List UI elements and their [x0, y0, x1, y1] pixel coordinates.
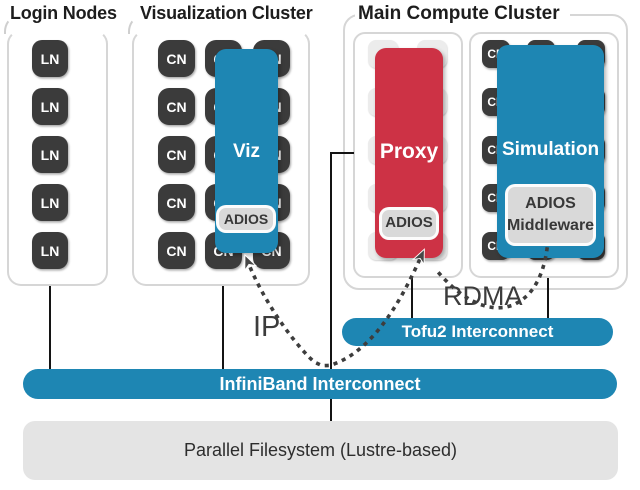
node-box: LN: [32, 136, 68, 173]
simulation-adios-middleware-box: ADIOS Middleware: [505, 184, 596, 246]
tofu2-interconnect-bar: Tofu2 Interconnect: [342, 318, 613, 346]
rdma-protocol-label: RDMA: [443, 281, 523, 311]
proxy-subpanel: Proxy ADIOS: [353, 32, 463, 278]
node-box: CN: [158, 88, 195, 125]
simulation-to-tofu2-line: [547, 278, 549, 319]
proxy-stub-line: [330, 152, 354, 154]
proxy-service-label: Proxy: [379, 140, 439, 163]
viz-to-infiniband-line: [222, 286, 224, 370]
node-box: CN: [158, 232, 195, 269]
node-box: LN: [32, 232, 68, 269]
simulation-service-box: Simulation ADIOS Middleware: [497, 45, 604, 258]
visualization-cluster-title: Visualization Cluster: [140, 3, 313, 23]
viz-service-label: Viz: [232, 141, 261, 162]
infiniband-to-filesystem-line: [330, 399, 332, 422]
login-nodes-title: Login Nodes: [10, 3, 117, 23]
login-nodes-panel: LN LN LN LN LN: [7, 30, 108, 286]
visualization-cluster-panel: CNCNCNCNCNCNCNCNCNCNCNCNCNCNCN Viz ADIOS: [132, 30, 310, 286]
login-to-infiniband-line: [49, 286, 51, 370]
login-title-curl-decoration: [4, 17, 15, 34]
infiniband-interconnect-bar: InfiniBand Interconnect: [23, 369, 617, 399]
viz-adios-box: ADIOS: [216, 205, 276, 233]
simulation-service-label: Simulation: [501, 139, 600, 160]
main-compute-cluster-title: Main Compute Cluster: [355, 3, 570, 25]
proxy-service-box: Proxy ADIOS: [375, 48, 443, 258]
parallel-filesystem-bar: Parallel Filesystem (Lustre-based): [23, 421, 618, 480]
node-box: CN: [158, 184, 195, 221]
node-box: LN: [32, 184, 68, 221]
viz-title-curl-decoration: [128, 17, 139, 34]
simulation-subpanel: CNCNCNCNCNCNCNCNCNCNCNCNCNCNCN Simulatio…: [469, 32, 619, 278]
proxy-to-tofu2-line: [411, 278, 413, 319]
node-box: LN: [32, 40, 68, 77]
node-box: LN: [32, 88, 68, 125]
ip-protocol-label: IP: [253, 311, 281, 343]
proxy-adios-box: ADIOS: [379, 207, 439, 240]
node-box: CN: [158, 40, 195, 77]
node-box: CN: [158, 136, 195, 173]
viz-service-box: Viz ADIOS: [215, 49, 278, 253]
proxy-to-infiniband-line: [330, 152, 332, 370]
